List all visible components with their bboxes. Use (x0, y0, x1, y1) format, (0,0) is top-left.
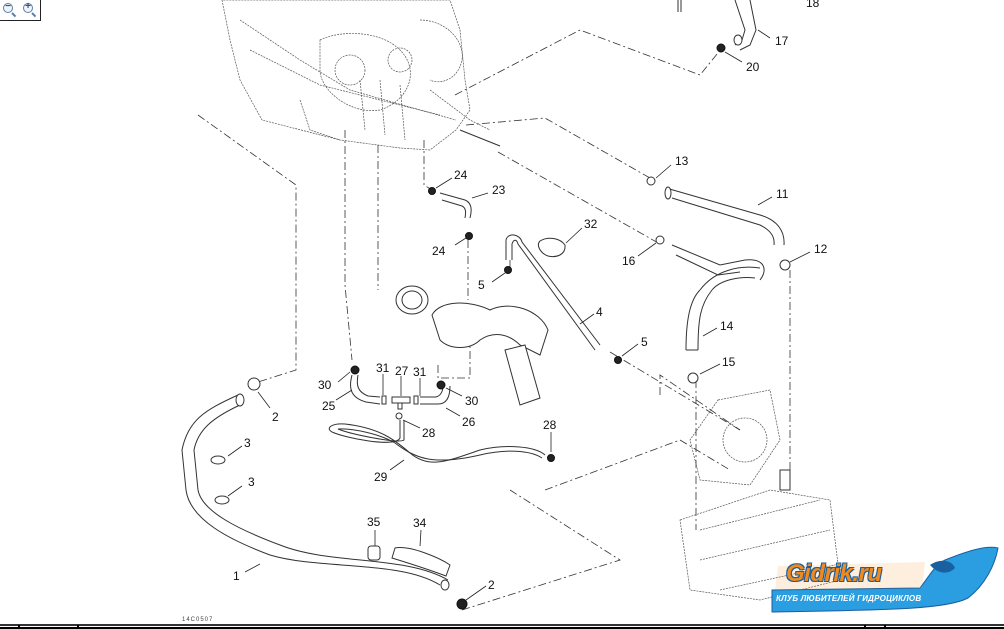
callout-16: 16 (622, 254, 636, 268)
callout-25: 25 (322, 399, 336, 413)
callout-23: 23 (492, 183, 506, 197)
callout-35: 35 (367, 515, 381, 529)
callout-20: 20 (746, 60, 760, 74)
zoom-in-button[interactable]: + (22, 1, 38, 18)
footer-column-divider (884, 625, 886, 629)
clamp-24-top (428, 187, 436, 195)
clamp-20 (716, 43, 726, 53)
zoom-out-button[interactable]: − (2, 1, 18, 18)
clamp-5-bottom (614, 356, 622, 364)
callout-31-right: 31 (413, 365, 427, 379)
callout-24-top: 24 (454, 168, 468, 182)
callout-14: 14 (720, 319, 734, 333)
drawing-code: 14C0507 (182, 617, 214, 623)
callout-13: 13 (675, 154, 689, 168)
exhaust-pipe (395, 285, 549, 406)
callout-24-bottom: 24 (432, 244, 446, 258)
callout-numbers: 18 17 20 24 23 13 11 32 24 5 12 16 4 14 … (233, 0, 828, 592)
callout-27: 27 (395, 364, 409, 378)
pump-and-ride-plate (679, 389, 841, 601)
guide-lines (197, 29, 791, 611)
sleeve-34 (391, 547, 451, 577)
zoom-toolbar: − + (0, 0, 41, 21)
logo-tagline: КЛУБ ЛЮБИТЕЛЕЙ ГИДРОЦИКЛОВ (776, 594, 922, 603)
ring-35 (367, 545, 381, 561)
hose-23 (439, 192, 472, 219)
callout-31-left: 31 (376, 361, 390, 375)
footer-divider (0, 624, 1004, 626)
callout-30-left: 30 (318, 378, 332, 392)
callout-5-bottom: 5 (641, 335, 648, 349)
footer-table-border (0, 627, 1004, 629)
hose-14 (671, 244, 765, 351)
callout-17: 17 (775, 34, 789, 48)
callout-30-right: 30 (465, 394, 479, 408)
hose-29 (328, 420, 546, 463)
leader-lines (227, 29, 811, 601)
footer-column-divider (18, 625, 20, 629)
clip-3-bottom (214, 495, 230, 505)
callout-3-top: 3 (244, 436, 251, 450)
callout-5-top: 5 (478, 278, 485, 292)
hose-17 (677, 0, 757, 51)
engine-assembly (221, 0, 501, 151)
clamp-5-top (504, 266, 512, 274)
clamp-15 (687, 372, 699, 384)
callout-12: 12 (814, 242, 828, 256)
callout-3-bottom: 3 (248, 475, 255, 489)
zoom-in-icon (23, 3, 33, 13)
callout-28-left: 28 (422, 426, 436, 440)
callout-15: 15 (722, 355, 736, 369)
hose-11 (664, 186, 785, 246)
logo-wordmark: Gidrik.ru (786, 560, 882, 587)
callout-28-right: 28 (543, 418, 557, 432)
callout-26: 26 (462, 415, 476, 429)
clamp-24-bottom (465, 232, 473, 240)
callout-1: 1 (233, 569, 240, 583)
callout-2-bottom: 2 (488, 578, 495, 592)
callout-2-top: 2 (272, 410, 279, 424)
callout-29: 29 (374, 470, 388, 484)
fitting-assembly (350, 365, 451, 410)
clamp-13 (646, 176, 656, 186)
callout-32: 32 (584, 217, 598, 231)
clamp-2-bottom (456, 598, 468, 610)
footer-column-divider (77, 625, 79, 629)
footer-column-divider (864, 625, 866, 629)
callout-11: 11 (776, 187, 789, 201)
gasket-32 (537, 237, 566, 258)
clamp-2-top (247, 377, 261, 391)
callout-18: 18 (806, 0, 820, 10)
clamp-28-left (395, 412, 403, 420)
clamp-12 (779, 259, 791, 271)
callout-34: 34 (413, 516, 427, 530)
callout-4: 4 (596, 305, 603, 319)
hose-4 (505, 234, 601, 351)
zoom-out-icon (3, 3, 13, 13)
gidrik-logo[interactable]: Gidrik.ru КЛУБ ЛЮБИТЕЛЕЙ ГИДРОЦИКЛОВ (768, 546, 1004, 616)
clamp-28-right (547, 454, 555, 462)
clamp-16 (655, 235, 665, 245)
clip-3-top (210, 455, 226, 465)
hose-1 (181, 393, 450, 591)
logo-graphic (771, 546, 999, 613)
